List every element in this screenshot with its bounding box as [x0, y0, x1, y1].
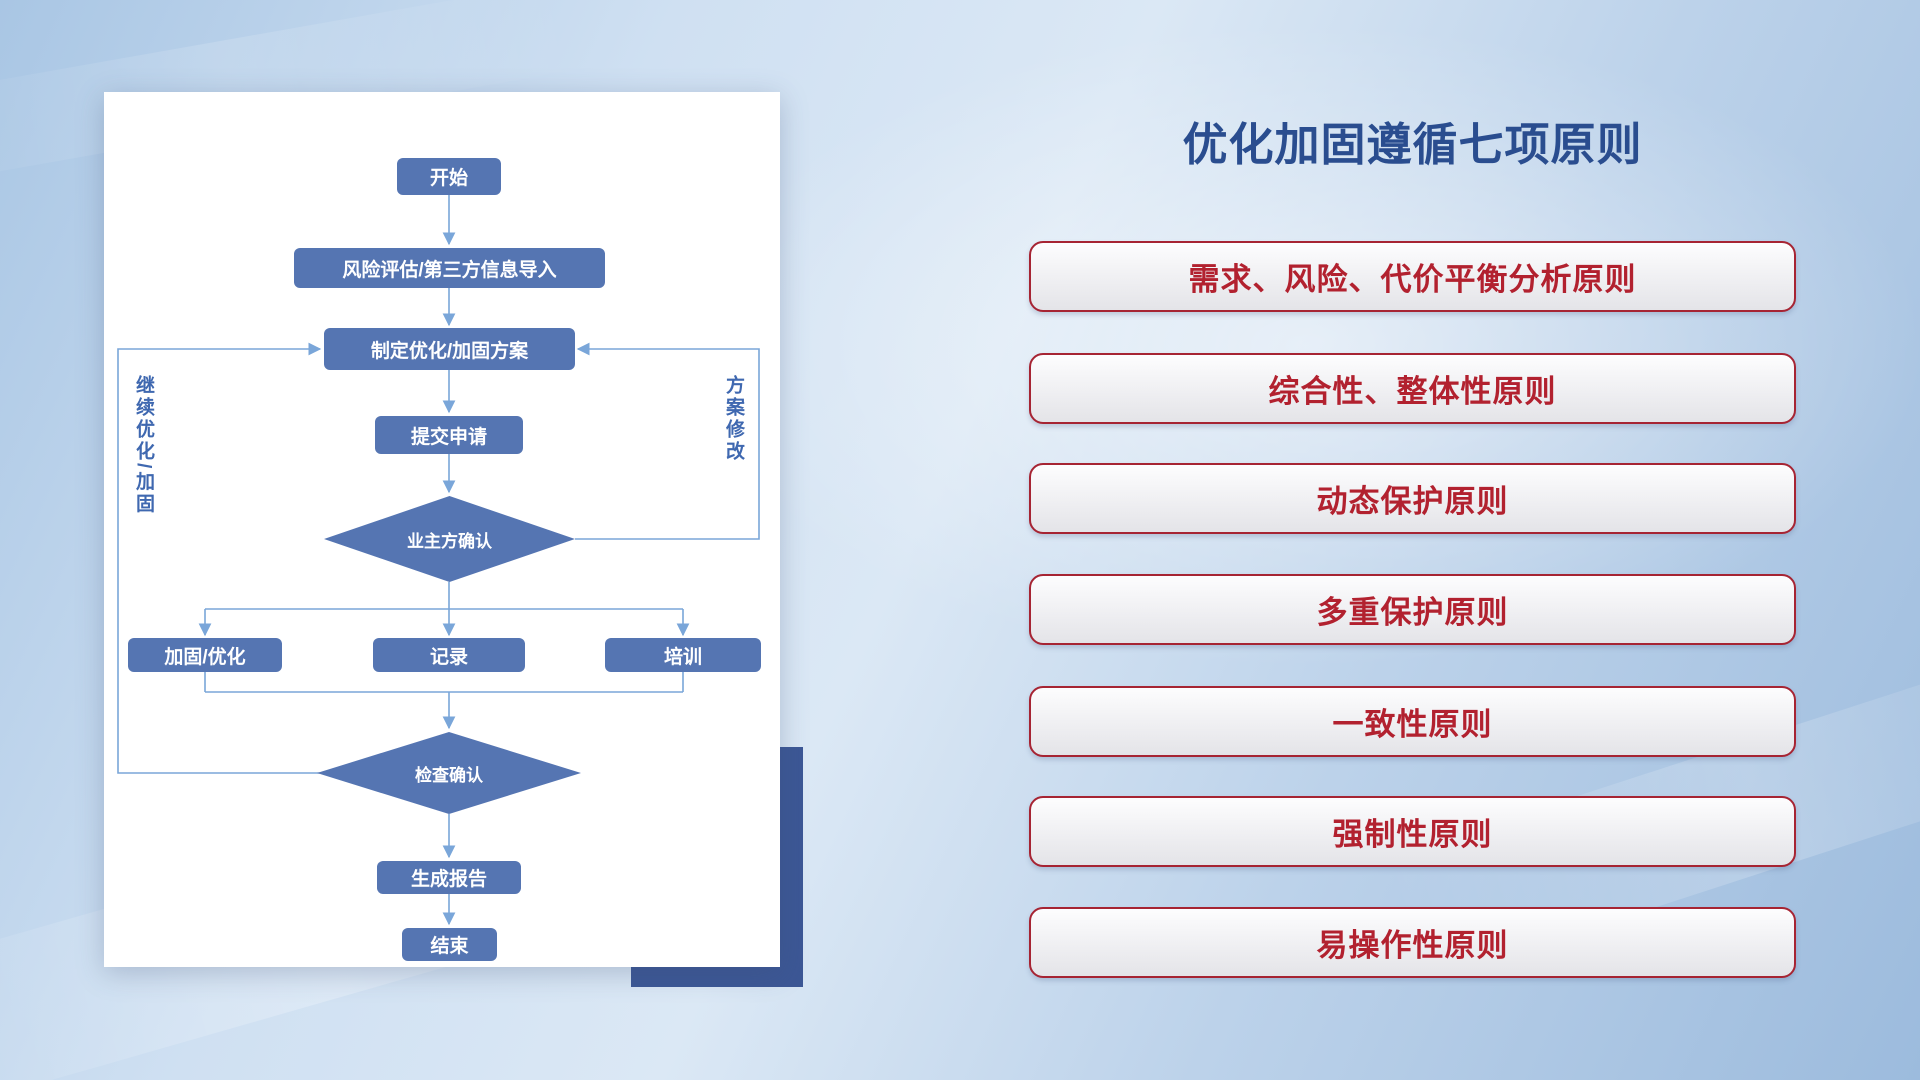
principles-panel: 优化加固遵循七项原则 需求、风险、代价平衡分析原则 综合性、整体性原则 动态保护… — [1029, 0, 1796, 1080]
flow-node-submit: 提交申请 — [375, 416, 523, 454]
principle-box-2: 综合性、整体性原则 — [1029, 353, 1796, 424]
principle-box-4: 多重保护原则 — [1029, 574, 1796, 645]
flowchart-panel: 开始 风险评估/第三方信息导入 制定优化/加固方案 提交申请 业主方确认 加固/… — [104, 92, 780, 967]
flow-node-start: 开始 — [397, 158, 501, 195]
principle-box-7: 易操作性原则 — [1029, 907, 1796, 978]
principle-box-5: 一致性原则 — [1029, 686, 1796, 757]
flowchart-connectors — [117, 195, 760, 926]
flow-node-risk-import: 风险评估/第三方信息导入 — [294, 248, 605, 288]
flow-node-report: 生成报告 — [377, 861, 521, 894]
loop-label-plan-revision: 方案修改 — [723, 375, 744, 463]
flow-node-make-plan: 制定优化/加固方案 — [324, 328, 575, 370]
page-title: 优化加固遵循七项原则 — [1182, 119, 1643, 170]
loop-label-continue-optimize: 继续优化/加固 — [133, 375, 154, 516]
principle-box-1: 需求、风险、代价平衡分析原则 — [1029, 241, 1796, 312]
flow-node-reinforce: 加固/优化 — [128, 638, 282, 672]
flow-node-end: 结束 — [402, 928, 497, 961]
principle-box-6: 强制性原则 — [1029, 796, 1796, 867]
flow-node-record: 记录 — [373, 638, 525, 672]
principle-box-3: 动态保护原则 — [1029, 463, 1796, 534]
flow-node-training: 培训 — [605, 638, 761, 672]
